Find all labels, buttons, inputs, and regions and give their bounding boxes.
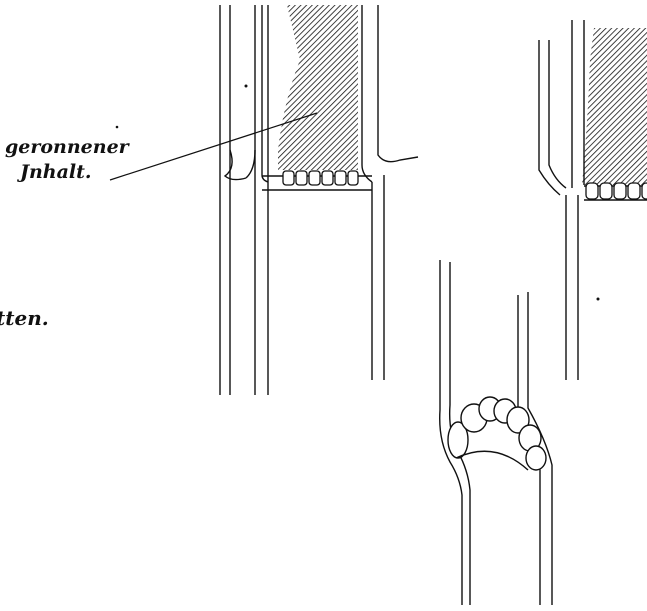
coagulated-contents-left — [278, 5, 358, 170]
sieve-plate-right — [586, 183, 647, 199]
label-coagulated-line-2: Jnhalt. — [20, 163, 92, 182]
vessel-left — [220, 5, 418, 395]
sieve-plate-left — [283, 171, 358, 185]
sieve-plate-bulging — [448, 397, 546, 470]
label-coagulated-line-1: geronnener — [5, 138, 129, 157]
vessel-right — [539, 20, 647, 380]
label-fragment-left: tten. — [0, 308, 49, 328]
coagulated-contents-right — [582, 28, 647, 185]
